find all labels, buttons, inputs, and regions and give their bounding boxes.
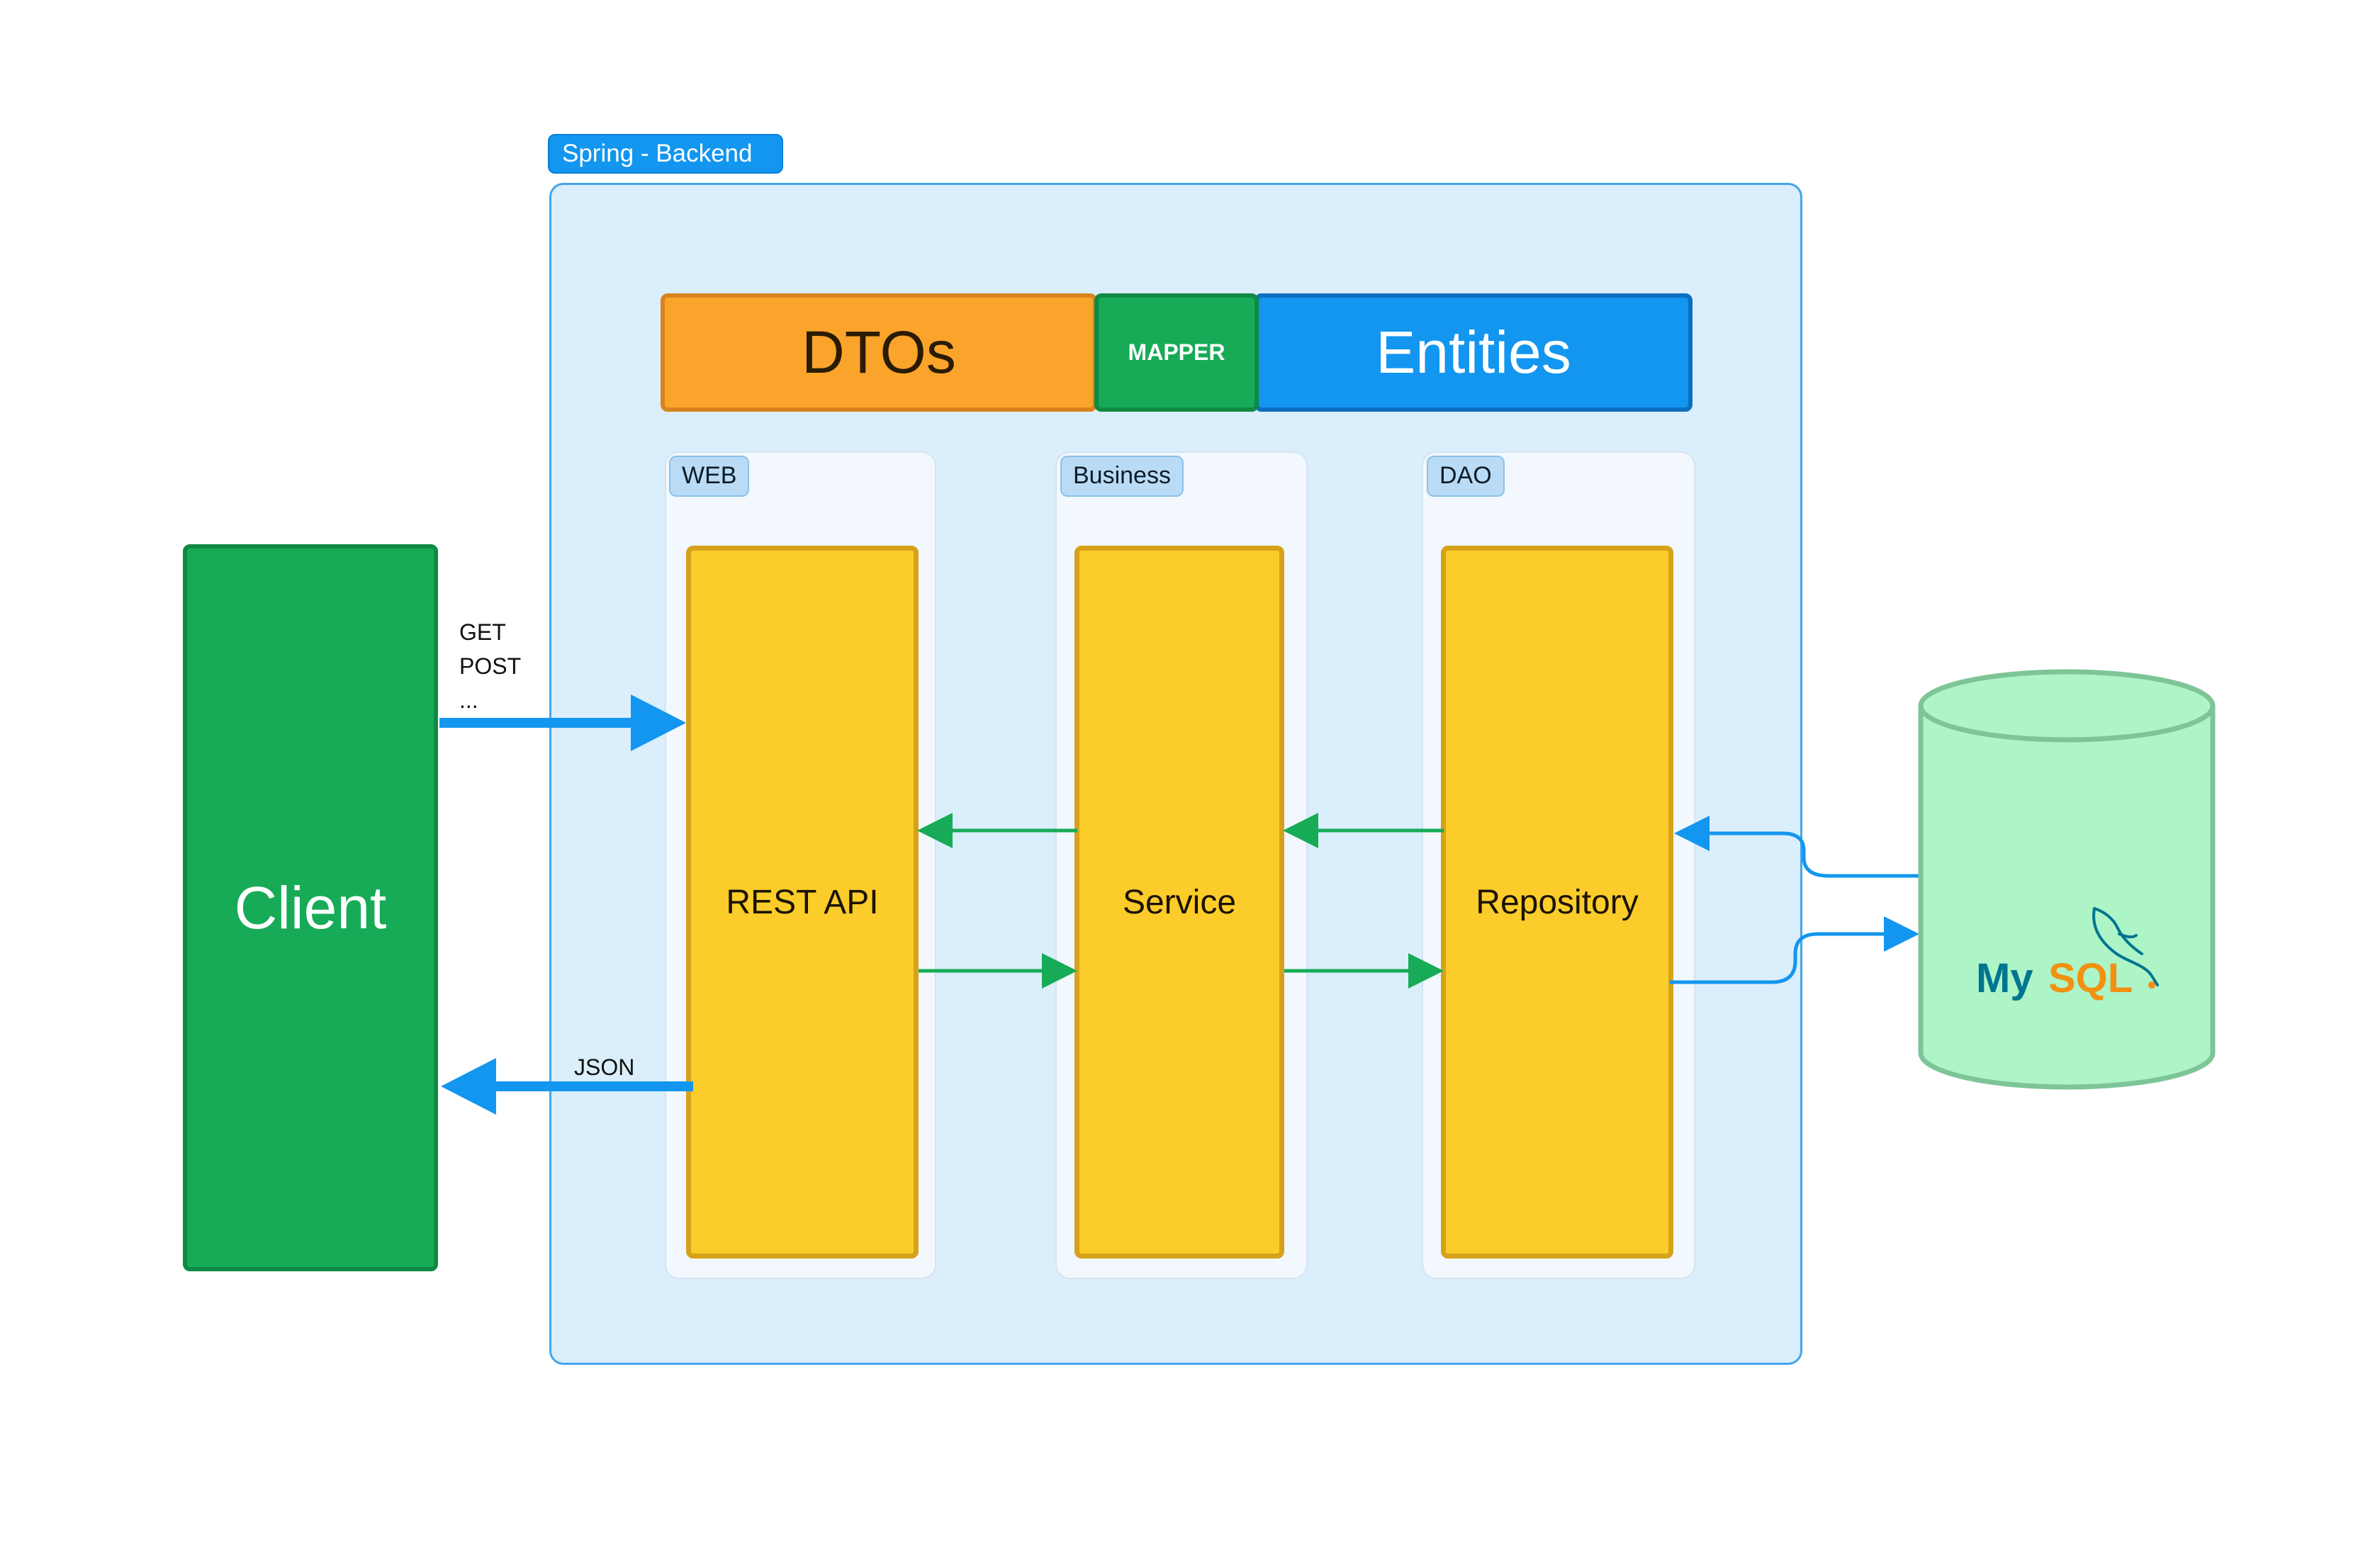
dtos-box: DTOs [661,293,1097,412]
entities-box: Entities [1254,293,1693,412]
dolphin-icon [2092,907,2159,986]
web-layer-tag: WEB [669,456,750,497]
mapper-box: MAPPER [1094,293,1259,412]
database-to-repository-connector [1674,816,1919,878]
repository-box: Repository [1441,546,1673,1259]
rest-api-box: REST API [686,546,919,1259]
mysql-registered-dot [2148,981,2155,989]
service-box: Service [1074,546,1284,1259]
mysql-logo: My SQL [1976,907,2159,1001]
request-method-post: POST [459,653,522,679]
response-json-label: JSON [574,1054,635,1080]
response-arrow [441,1058,693,1115]
client-box: Client [183,544,438,1271]
mysql-database [1918,669,2216,1090]
dao-layer-tag: DAO [1427,456,1505,497]
spring-backend-label: Spring - Backend [548,134,783,174]
mysql-logo-my: My [1976,955,2033,1001]
repository-to-database-connector [1670,916,1919,984]
request-method-more: ... [459,687,478,713]
business-layer-tag: Business [1060,456,1184,497]
request-arrow [439,694,686,751]
request-method-get: GET [459,619,506,645]
mysql-logo-sql: SQL [2048,955,2133,1001]
